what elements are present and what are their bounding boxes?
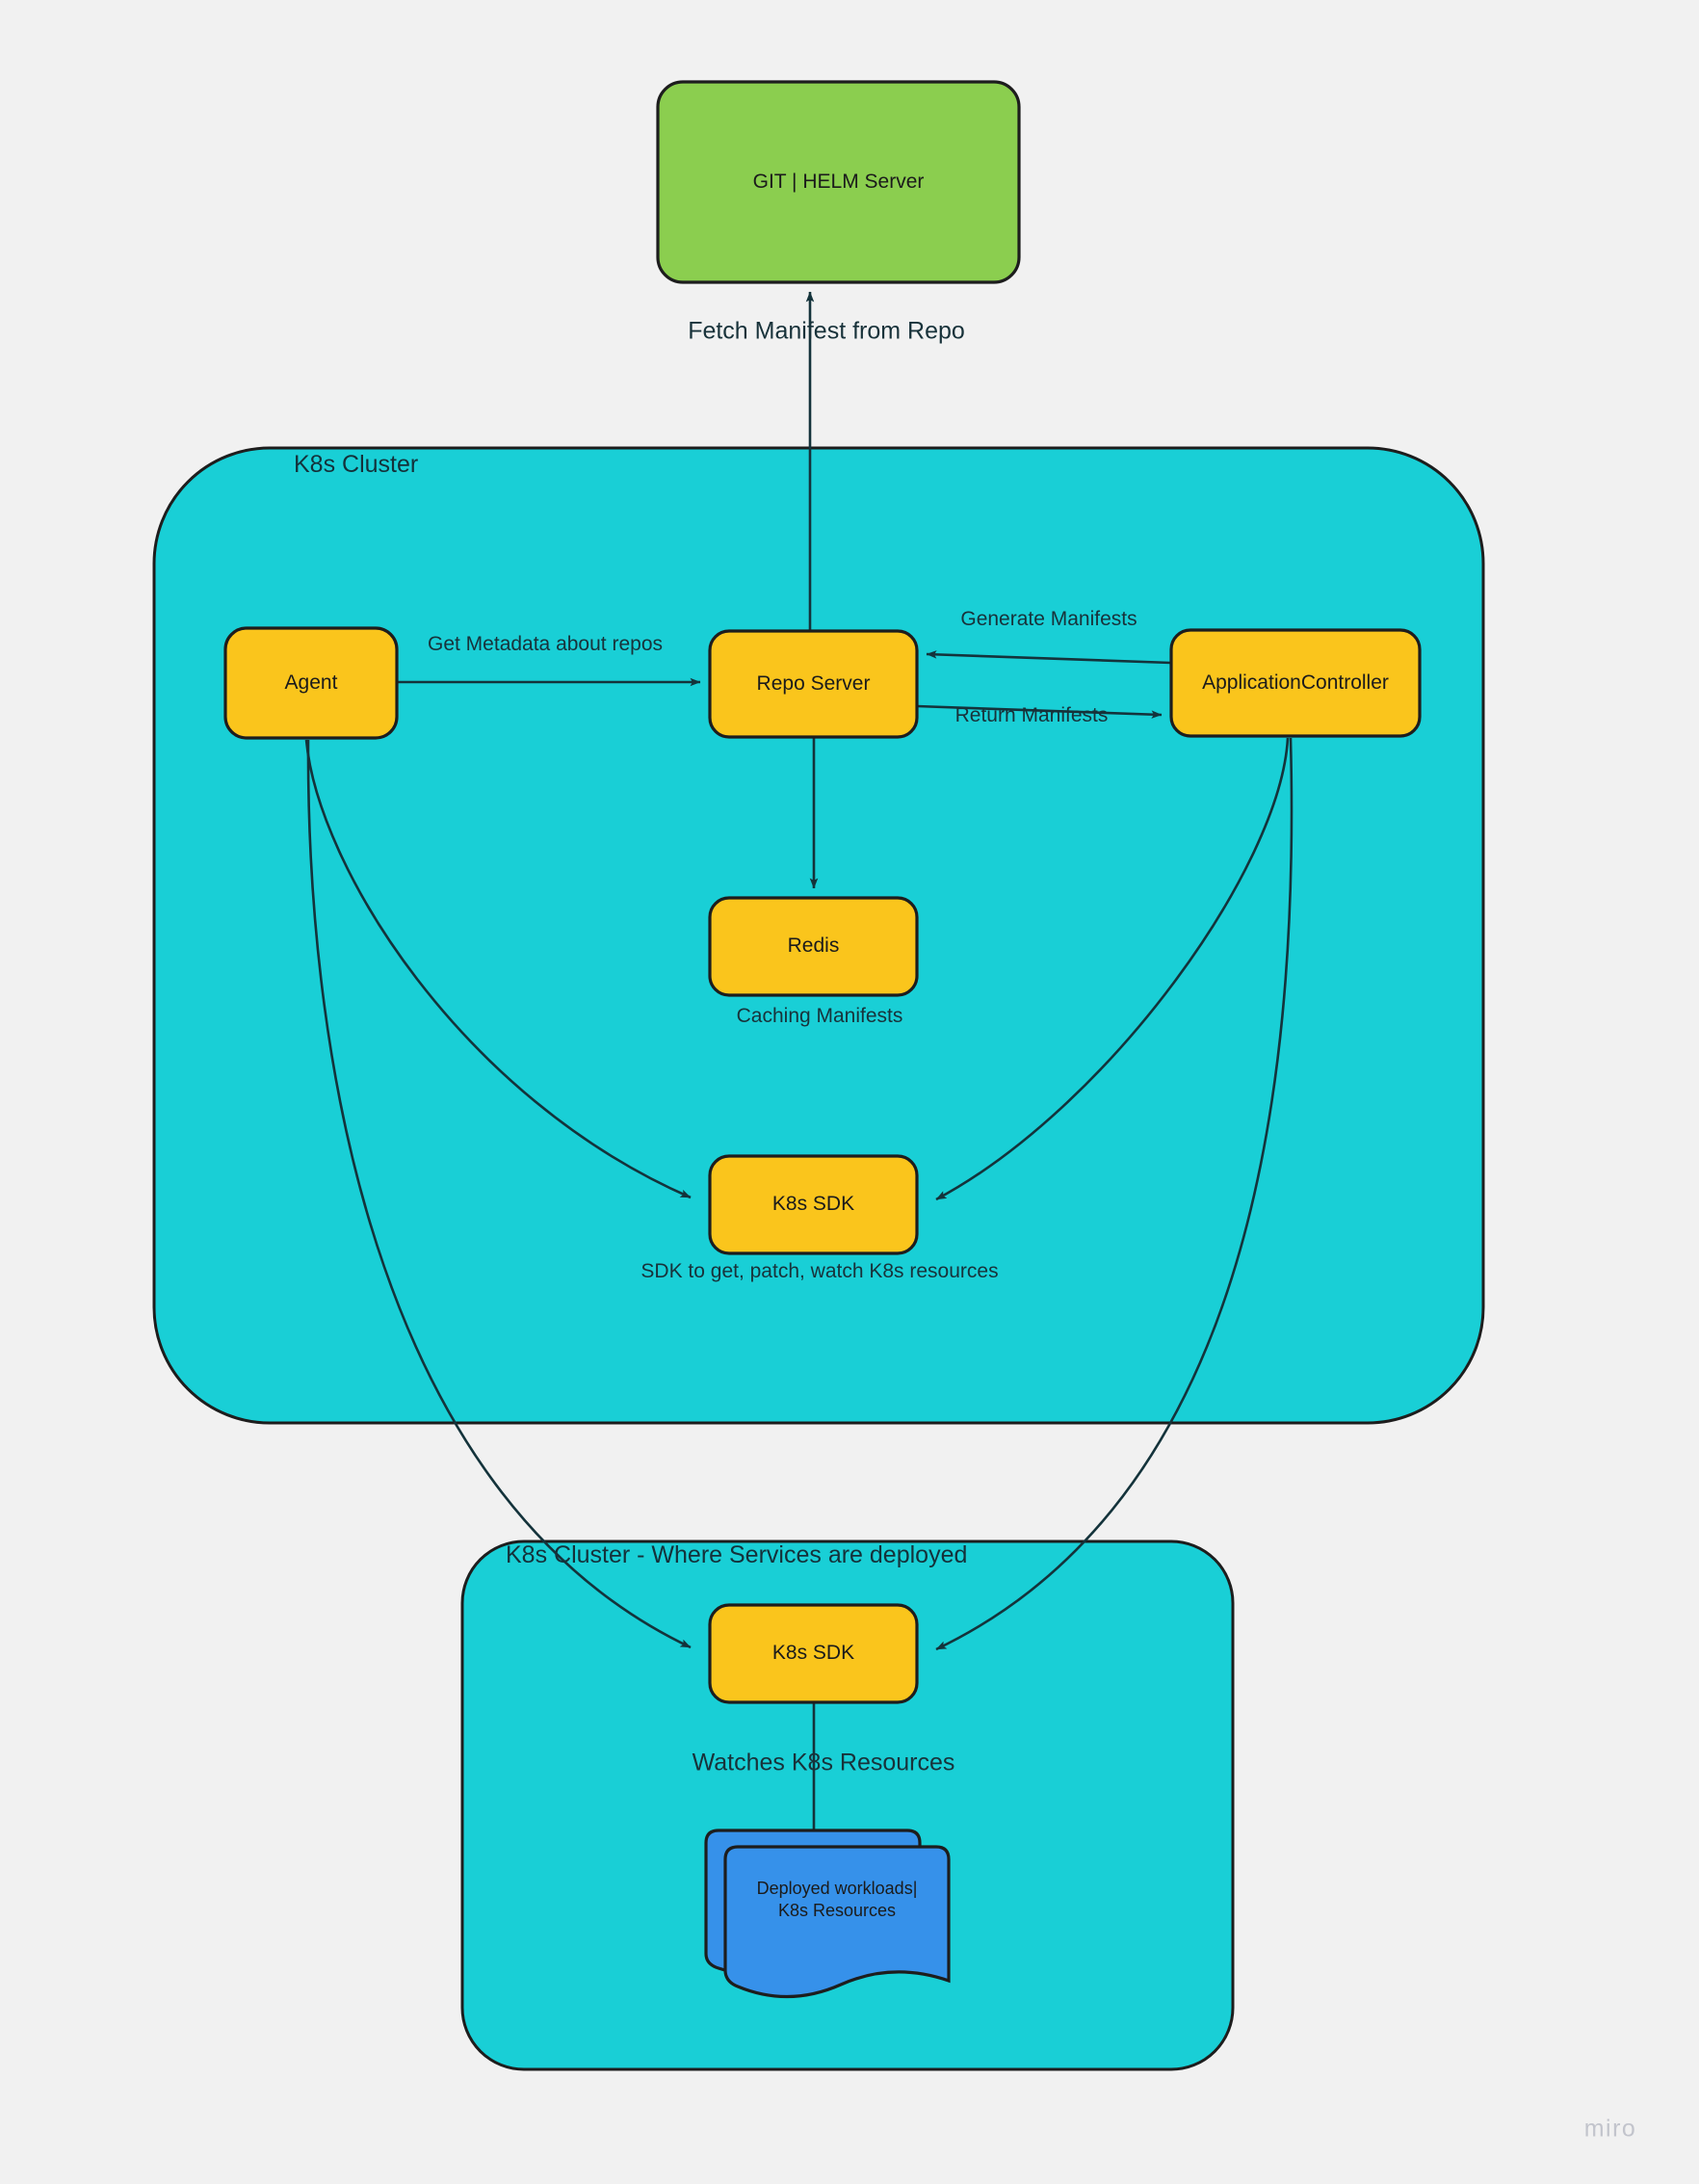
edge-agent-to-k8s-sdk-bottom: [306, 739, 692, 1649]
edge-appcontroller-to-k8s-sdk-bottom: [935, 737, 1294, 1651]
node-agent[interactable]: [223, 626, 399, 740]
deployed-workloads-front-sheet: [723, 1845, 951, 1999]
edge-appcontroller-to-k8s-sdk-top: [935, 737, 1290, 1201]
node-git-helm-server[interactable]: [656, 80, 1021, 284]
edge-label-generate-manifests: Generate Manifests: [960, 608, 1137, 630]
edge-label-fetch-manifest: Fetch Manifest from Repo: [688, 317, 965, 345]
edge-label-watches-k8s-resources: Watches K8s Resources: [692, 1749, 955, 1776]
k8s-cluster-services-shape[interactable]: [460, 1539, 1235, 2071]
node-redis[interactable]: [708, 896, 919, 997]
container-label-k8s-cluster: K8s Cluster: [294, 451, 419, 478]
node-repo-server[interactable]: [708, 629, 919, 739]
edge-label-return-manifests: Return Manifests: [954, 704, 1109, 726]
node-deployed-workloads[interactable]: [704, 1829, 951, 1999]
edge-agent-to-k8s-sdk-top: [304, 739, 692, 1199]
node-application-controller[interactable]: [1169, 628, 1422, 738]
container-label-k8s-cluster-services: K8s Cluster - Where Services are deploye…: [506, 1541, 968, 1568]
container-k8s-cluster-services[interactable]: [460, 1539, 1235, 2071]
edge-label-caching-manifests: Caching Manifests: [736, 1005, 903, 1027]
node-k8s-sdk-top[interactable]: [708, 1154, 919, 1255]
edge-label-get-metadata: Get Metadata about repos: [428, 633, 663, 655]
edge-return-manifests: [916, 704, 1163, 719]
edge-generate-manifests: [926, 650, 1172, 665]
edge-label-sdk-caption: SDK to get, patch, watch K8s resources: [640, 1260, 999, 1282]
node-k8s-sdk-bottom[interactable]: [708, 1603, 919, 1704]
miro-watermark: miro: [1583, 2115, 1637, 2143]
